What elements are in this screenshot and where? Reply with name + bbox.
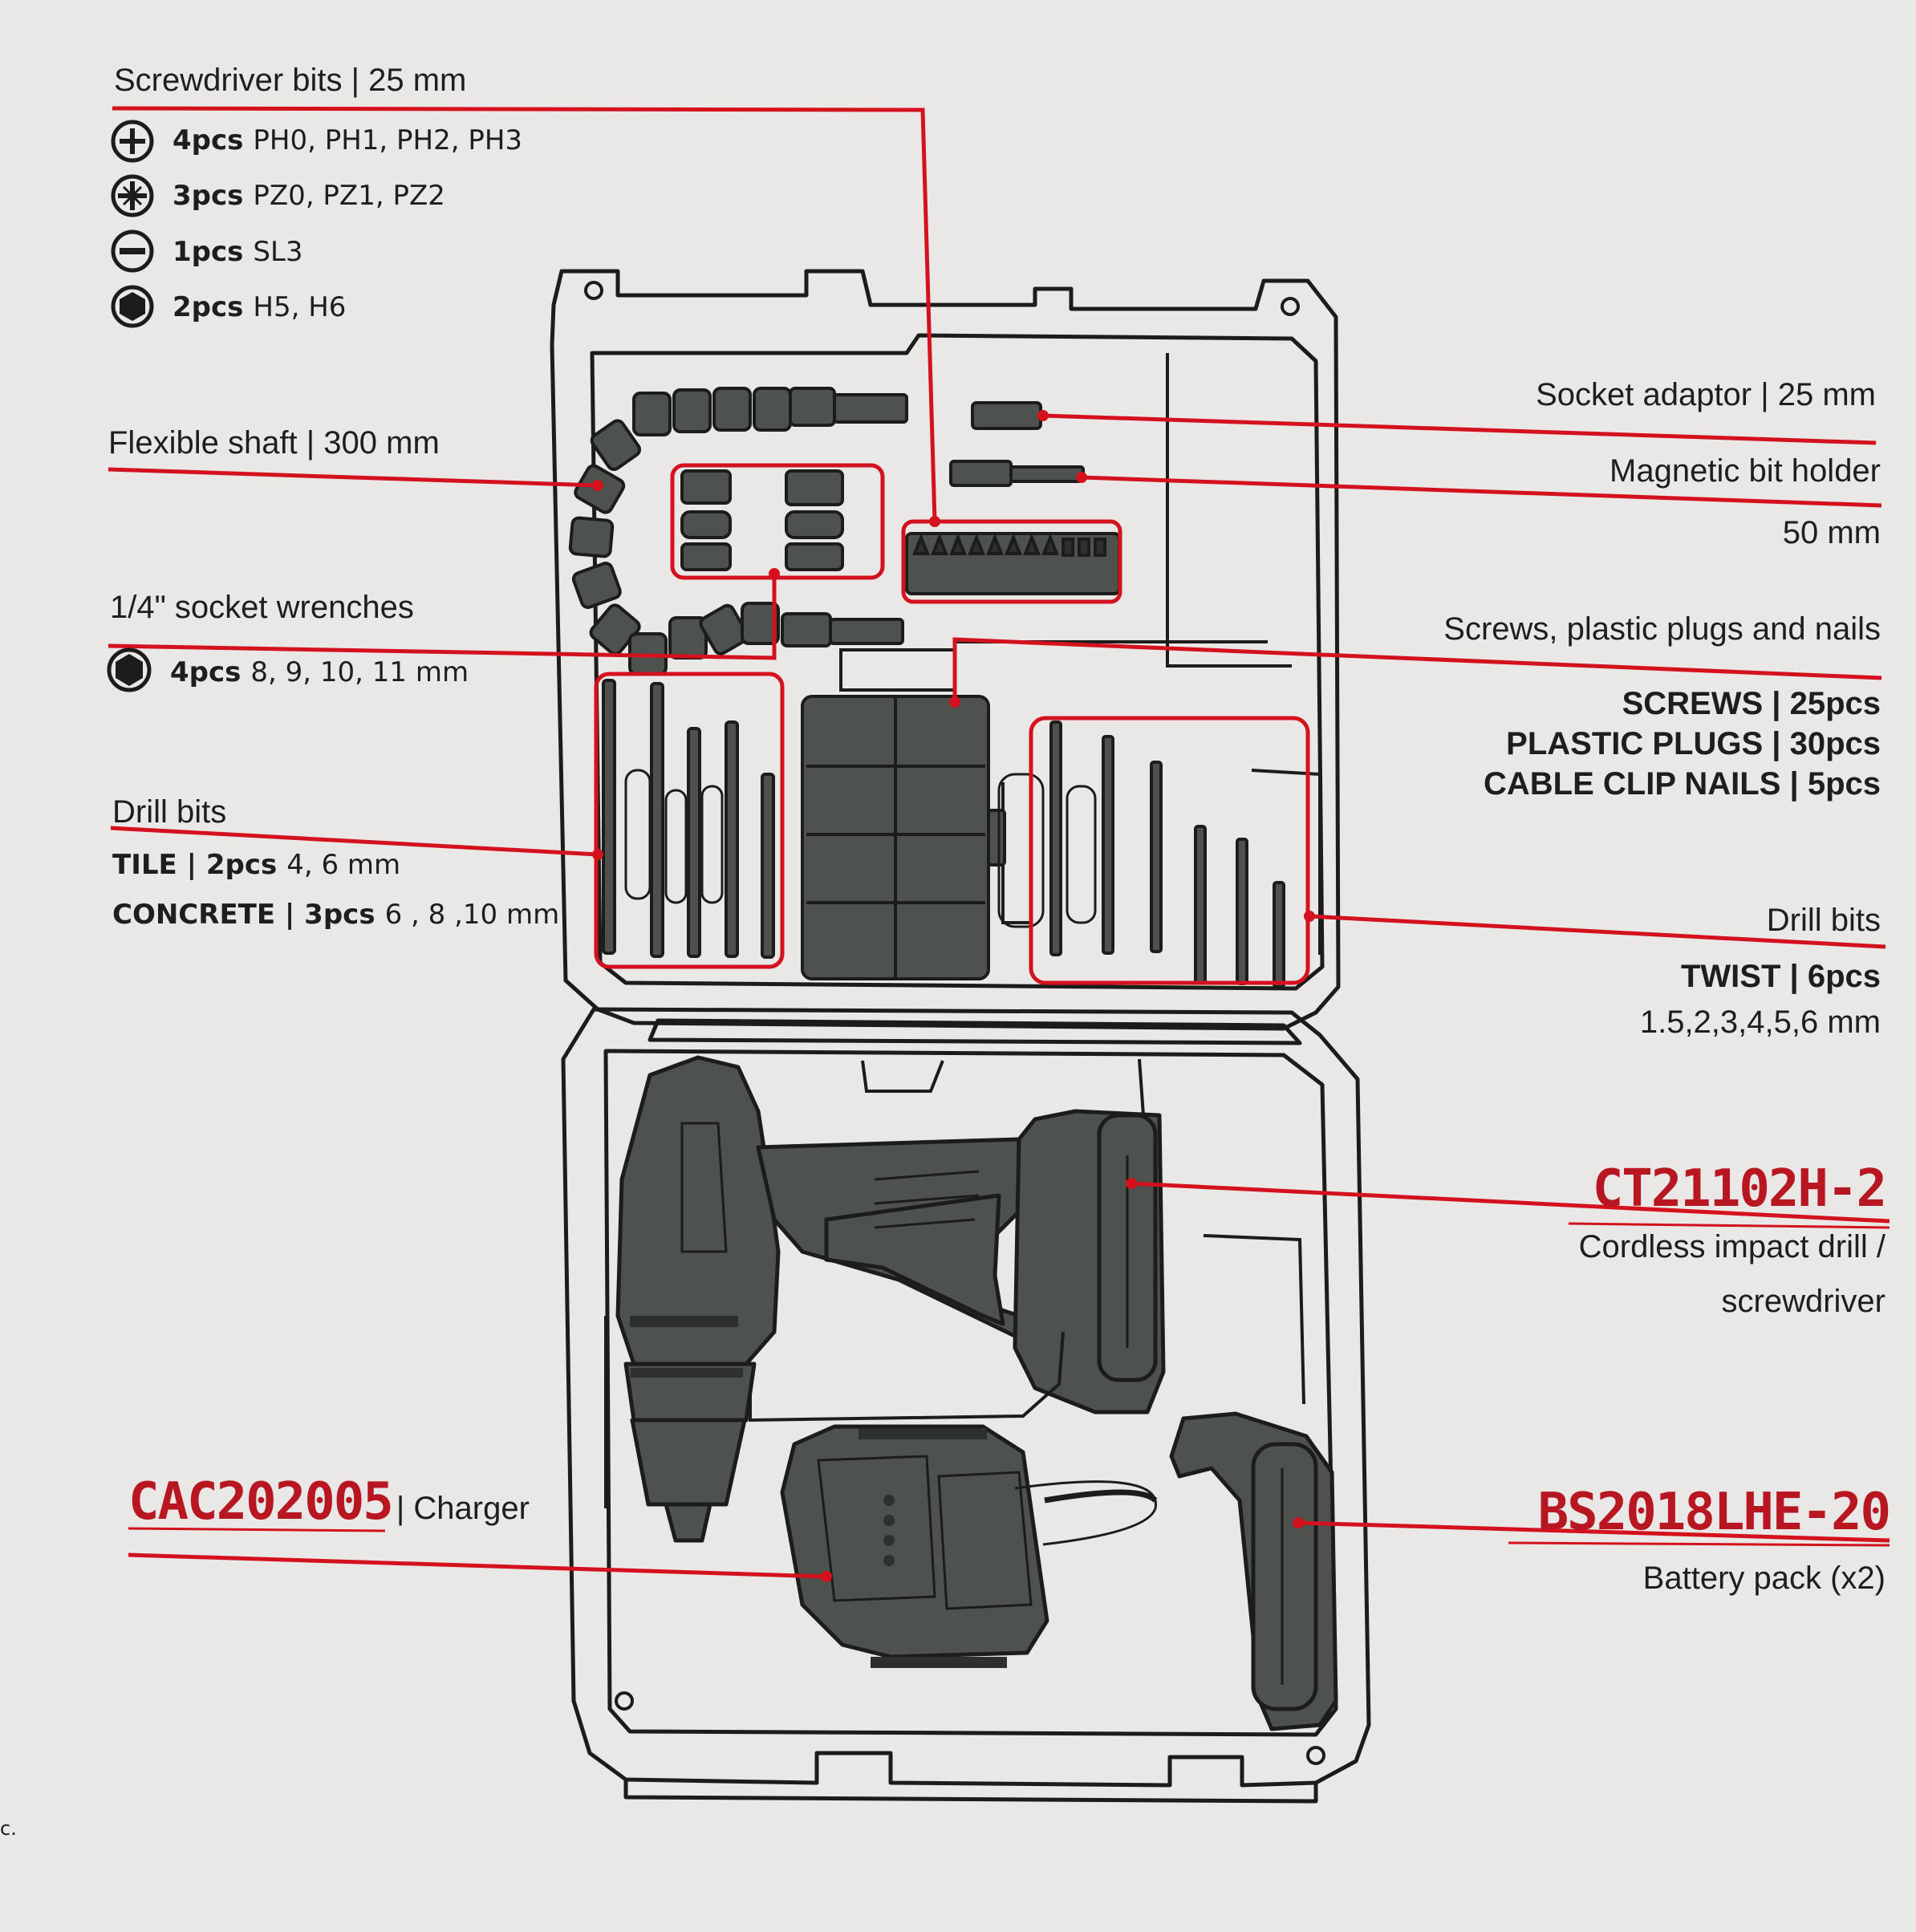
drill-model: CT21102H-2: [1592, 1159, 1887, 1219]
magnetic-bit-holder-size: 50 mm: [1782, 515, 1881, 550]
masonry-drill-bits: [602, 679, 775, 959]
lid-outline: [550, 269, 1341, 1031]
socket-wrenches-title: 1/4" socket wrenches: [110, 590, 414, 625]
twist-drill-bits-title: Drill bits: [1766, 903, 1881, 938]
battery-label: Battery pack (x2): [1642, 1561, 1886, 1596]
callout-lines: [108, 106, 1890, 1579]
charger-label: | Charger: [396, 1491, 530, 1526]
flexible-shaft: [568, 387, 908, 676]
lid-inner: [590, 333, 1325, 991]
flexible-shaft-title: Flexible shaft | 300 mm: [108, 425, 440, 461]
hinge-band: [647, 1018, 1302, 1045]
drill-body: [615, 1055, 781, 1366]
hex-socket-icon: [107, 647, 152, 692]
socket-adaptor-title: Socket adaptor | 25 mm: [1536, 377, 1876, 412]
pozidriv-icon: [111, 174, 154, 217]
base-feet: [623, 1780, 1318, 1804]
corner-fragment: c.: [0, 1817, 17, 1840]
drill-description-1: Cordless impact drill /: [1578, 1229, 1886, 1264]
charger-model: CAC202005: [128, 1472, 394, 1532]
charger-callout: CAC202005 | Charger: [128, 1472, 530, 1532]
screws-line-3: CABLE CLIP NAILS | 5pcs: [1484, 766, 1881, 802]
slotted-icon: [111, 229, 154, 273]
drill-description-2: screwdriver: [1721, 1284, 1886, 1319]
screwdriver-bits-title: Screwdriver bits | 25 mm: [114, 63, 467, 98]
phillips-icon: [111, 120, 154, 163]
base-inner: [603, 1049, 1338, 1737]
twist-drill-bits: [1049, 720, 1285, 988]
screws-line-1: SCREWS | 25pcs: [1622, 686, 1881, 721]
battery-model: BS2018LHE-20: [1537, 1483, 1891, 1542]
twist-drill-bits-type: TWIST | 6pcs: [1680, 959, 1881, 994]
socket-wrenches: [680, 469, 844, 571]
screws-title: Screws, plastic plugs and nails: [1443, 611, 1881, 647]
magnetic-bit-holder-title: Magnetic bit holder: [1610, 453, 1881, 489]
base-outline: [561, 1007, 1371, 1788]
twist-drill-bits-spec: 1.5,2,3,4,5,6 mm: [1639, 1005, 1881, 1040]
masonry-drill-bits-title: Drill bits: [112, 794, 227, 830]
hex-icon: [111, 285, 154, 328]
screws-line-2: PLASTIC PLUGS | 30pcs: [1506, 726, 1881, 761]
